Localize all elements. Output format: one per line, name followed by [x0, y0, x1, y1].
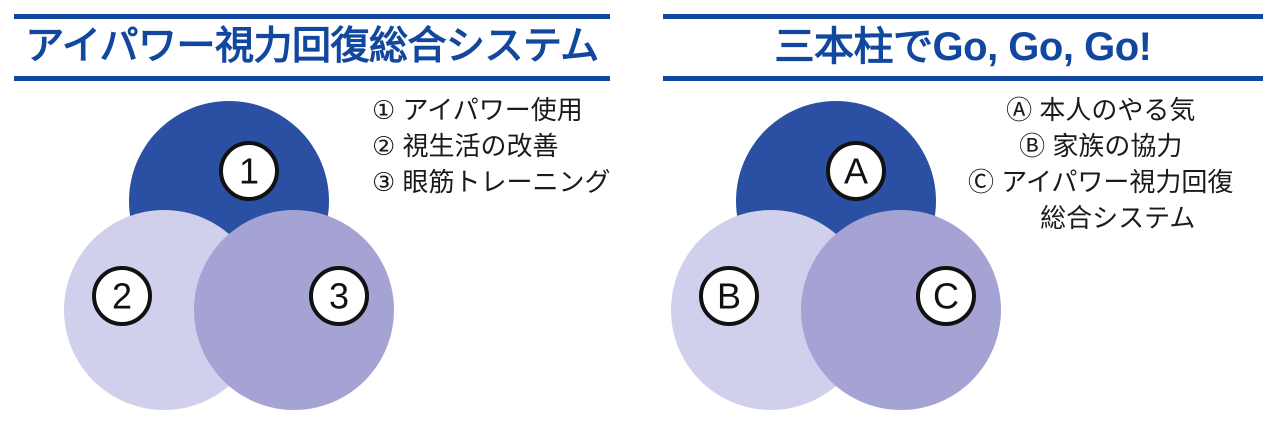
legend-label: アイパワー視力回復	[1001, 167, 1234, 197]
venn-svg-right: A B C	[671, 101, 1001, 410]
legend-item: Ⓐ 本人のやる気	[968, 92, 1233, 128]
legend-marker: Ⓐ	[1006, 95, 1033, 125]
venn-svg-left: 1 2 3	[64, 101, 394, 410]
legend-label: アイパワー使用	[402, 95, 583, 125]
legend-marker: ①	[372, 95, 396, 125]
venn-badge-top-label: 1	[239, 151, 259, 192]
venn-badge-right-label: 3	[329, 276, 349, 317]
venn-diagram-right: A B C	[671, 88, 1001, 423]
venn-badge-left-label: B	[717, 276, 741, 317]
legend-marker: Ⓒ	[968, 167, 995, 197]
title-block-right: 三本柱でGo, Go, Go!	[663, 14, 1263, 81]
venn-badge-right-label: C	[933, 276, 959, 317]
legend-label: 総合システム	[1040, 203, 1196, 233]
venn-badge-left-label: 2	[112, 276, 132, 317]
venn-badge-left-circle	[92, 266, 152, 326]
title-rule-top-left	[14, 14, 610, 19]
panel-left: アイパワー視力回復総合システム 1 2 3	[14, 0, 611, 426]
legend-label: 本人のやる気	[1039, 95, 1196, 125]
legend-item: ③ 眼筋トレーニング	[372, 164, 611, 200]
venn-badge-left-circle	[699, 266, 759, 326]
venn-badge-top-circle	[826, 141, 886, 201]
venn-badges-left: 1 2 3	[92, 141, 369, 326]
legend-label: 家族の協力	[1052, 131, 1183, 161]
venn-circle-right	[801, 210, 1001, 410]
venn-badge-top-circle	[219, 141, 279, 201]
legend-left: ① アイパワー使用 ② 視生活の改善 ③ 眼筋トレーニング	[372, 92, 611, 200]
venn-badge-top-label: A	[844, 151, 868, 192]
panel-right: 三本柱でGo, Go, Go! A B C	[663, 0, 1263, 426]
title-block-left: アイパワー視力回復総合システム	[14, 14, 610, 81]
legend-marker: ③	[372, 167, 396, 197]
legend-item: ① アイパワー使用	[372, 92, 611, 128]
legend-label: 視生活の改善	[402, 131, 559, 161]
legend-right: Ⓐ 本人のやる気 Ⓑ 家族の協力 Ⓒ アイパワー視力回復 総合システム	[968, 92, 1233, 236]
venn-circles-right	[671, 101, 1001, 410]
venn-badge-right-circle	[309, 266, 369, 326]
venn-circles-left	[64, 101, 394, 410]
legend-label: 眼筋トレーニング	[402, 167, 611, 197]
page-title-right: 三本柱でGo, Go, Go!	[774, 25, 1152, 69]
venn-circle-right	[194, 210, 394, 410]
legend-item: Ⓑ 家族の協力	[968, 128, 1233, 164]
title-rule-top-right	[663, 14, 1263, 19]
legend-item: Ⓒ アイパワー視力回復	[968, 164, 1233, 200]
venn-badges-right: A B C	[699, 141, 976, 326]
venn-diagram-left: 1 2 3	[64, 88, 394, 423]
page-title-left: アイパワー視力回復総合システム	[25, 25, 599, 68]
legend-item: ② 視生活の改善	[372, 128, 611, 164]
title-rule-bottom-right	[663, 76, 1263, 81]
legend-marker: Ⓑ	[1019, 131, 1046, 161]
legend-item-continuation: 総合システム	[968, 200, 1233, 236]
title-rule-bottom-left	[14, 76, 610, 81]
venn-badge-right-circle	[916, 266, 976, 326]
legend-marker: ②	[372, 131, 396, 161]
